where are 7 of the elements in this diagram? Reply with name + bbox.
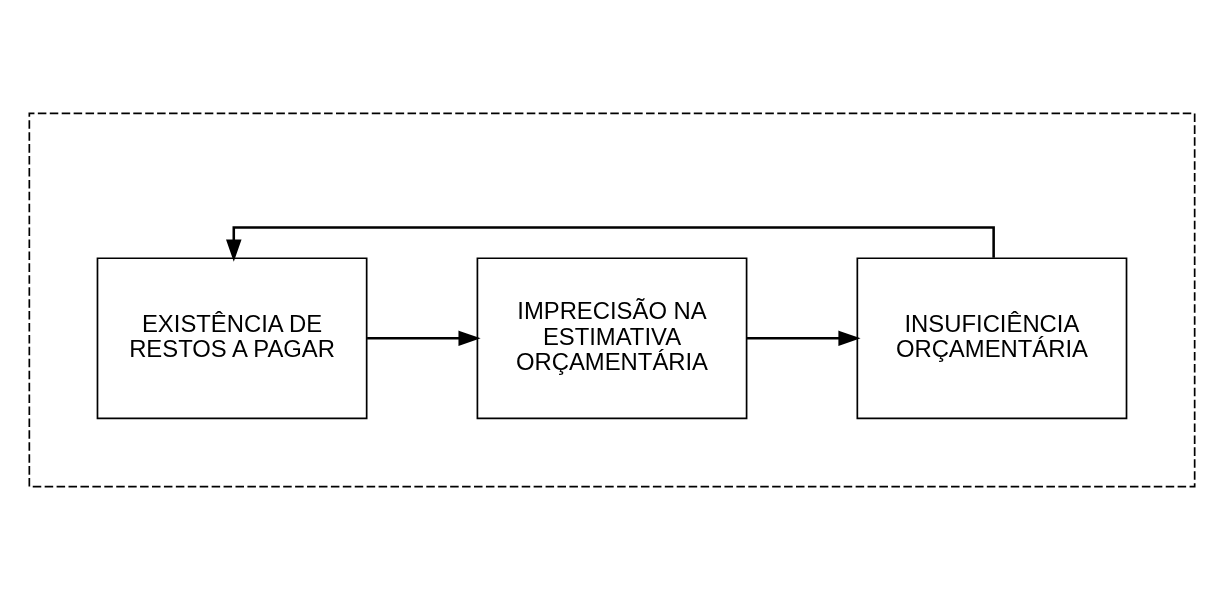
arrow	[226, 226, 995, 262]
arrow	[747, 330, 861, 347]
node-box: IMPRECISÃO NA ESTIMATIVA ORÇAMENTÁRIA	[476, 257, 748, 420]
cluster	[28, 112, 1196, 488]
node-box: INSUFICIÊNCIA ORÇAMENTÁRIA	[856, 257, 1128, 420]
arrow	[367, 330, 481, 347]
node-box: EXISTÊNCIA DE RESTOS A PAGAR	[96, 257, 368, 420]
